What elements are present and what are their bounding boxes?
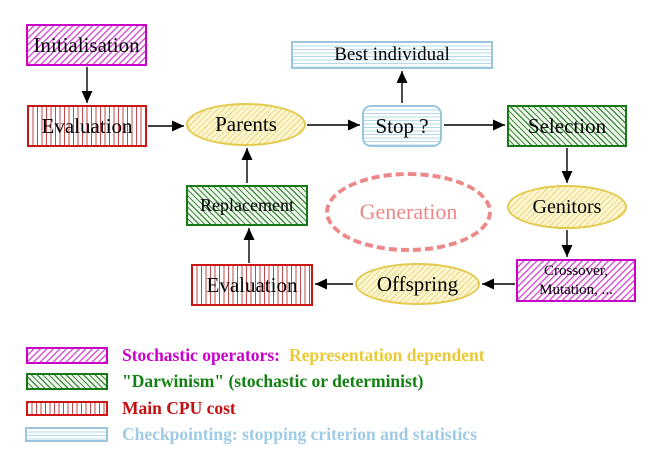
node-crossover-mutation: Crossover, Mutation, ... [516, 259, 636, 302]
node-best-individual: Best individual [291, 41, 493, 69]
node-parents: Parents [186, 103, 306, 146]
legend-row-cpu: Main CPU cost [26, 398, 236, 419]
legend-swatch-stochastic [26, 347, 108, 364]
node-initialisation: Initialisation [26, 24, 147, 66]
legend-row-stochastic: Stochastic operators: Representation dep… [26, 345, 485, 366]
crossover-line2: Mutation, ... [539, 281, 613, 298]
node-genitors: Genitors [507, 185, 627, 229]
legend-swatch-checkpointing [25, 427, 108, 442]
node-evaluation-bottom: Evaluation [191, 264, 313, 306]
legend-label-cpu: Main CPU cost [122, 398, 236, 418]
node-evaluation-top: Evaluation [27, 105, 147, 147]
node-selection: Selection [507, 105, 627, 147]
legend-swatch-cpu [26, 401, 108, 416]
crossover-line1: Crossover, [544, 262, 608, 279]
node-stop: Stop ? [362, 105, 442, 147]
node-replacement: Replacement [186, 185, 308, 226]
legend-label-darwinism: "Darwinism" (stochastic or determinist) [122, 371, 424, 391]
legend-label-stochastic: Stochastic operators: [122, 345, 280, 365]
legend-label-checkpointing: Checkpointing: stopping criterion and st… [122, 424, 477, 444]
legend-swatch-darwinism [26, 373, 108, 390]
node-offspring: Offspring [355, 263, 480, 305]
legend-row-checkpointing: Checkpointing: stopping criterion and st… [25, 424, 477, 445]
legend-row-darwinism: "Darwinism" (stochastic or determinist) [26, 371, 424, 392]
node-generation-loop: Generation [325, 172, 492, 252]
legend-label-representation: Representation dependent [288, 345, 485, 365]
